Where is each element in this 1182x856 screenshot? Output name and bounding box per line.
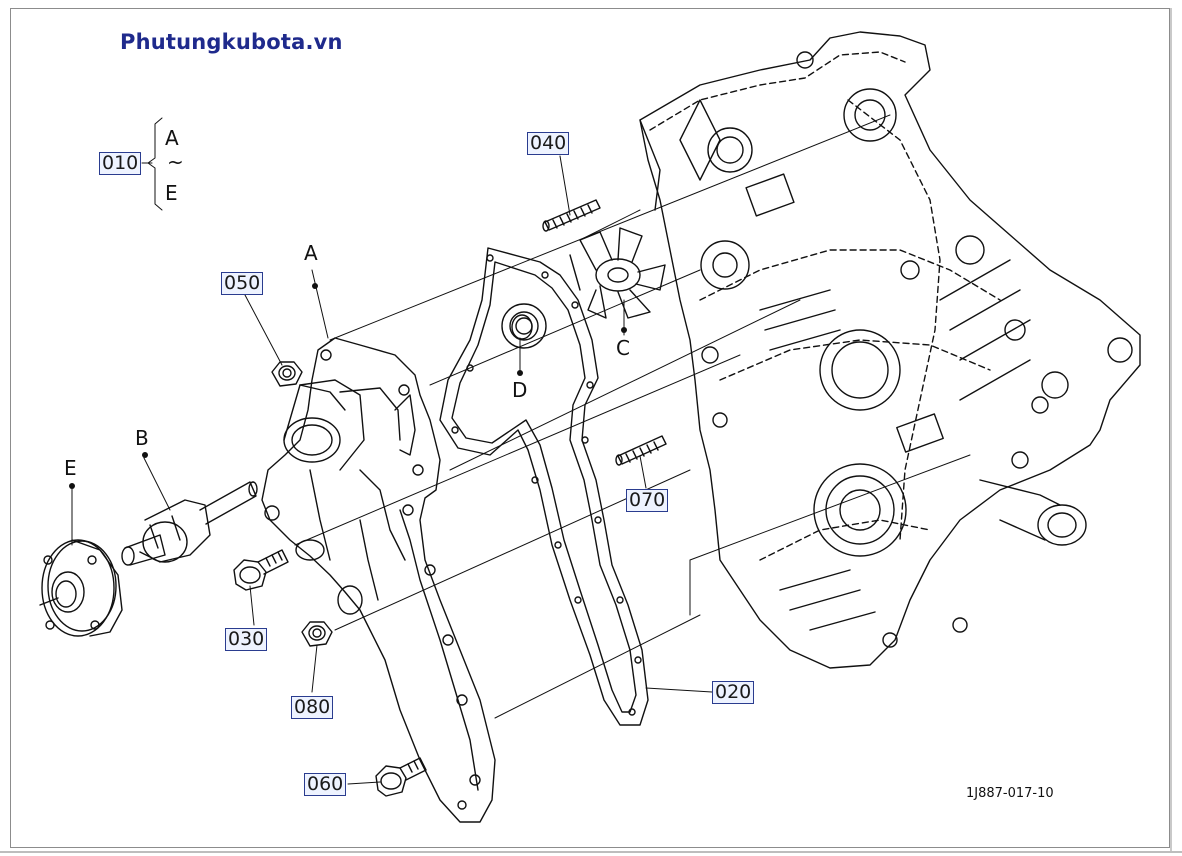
impeller-part-c [569, 227, 666, 319]
watermark-text: Phutungkubota.vn [120, 30, 343, 54]
stud-bolt-040 [542, 199, 601, 232]
callout-060[interactable]: 060 [304, 773, 347, 796]
callout-070[interactable]: 070 [626, 489, 669, 512]
frame-edge-bottom [0, 851, 1182, 853]
nut-050 [271, 361, 303, 387]
drawing-frame [10, 8, 1170, 848]
callout-040[interactable]: 040 [527, 132, 570, 155]
bolt-060 [375, 757, 427, 797]
callout-050[interactable]: 050 [221, 272, 264, 295]
seal-part-d [511, 314, 533, 340]
bearing-shaft-part-b [121, 481, 258, 566]
water-pump-body-part-a [261, 337, 496, 823]
part-letter-e: E [64, 456, 77, 480]
callout-leaders [71, 117, 713, 785]
gasket-020 [439, 247, 649, 726]
range-end-label: E [165, 181, 178, 205]
part-letter-c: C [616, 336, 630, 360]
bolt-030 [233, 549, 289, 591]
callout-020[interactable]: 020 [712, 681, 755, 704]
stud-bolt-070 [615, 435, 667, 466]
callout-010[interactable]: 010 [99, 152, 142, 175]
pulley-flange-part-e [39, 539, 123, 637]
part-letter-d: D [512, 378, 528, 402]
callout-080[interactable]: 080 [291, 696, 334, 719]
range-start-label: A [165, 126, 179, 150]
assembly-guide-lines [294, 114, 971, 719]
callout-030[interactable]: 030 [225, 628, 268, 651]
range-separator: ~ [167, 150, 184, 174]
leader-dots [69, 283, 627, 489]
part-letter-b: B [135, 426, 149, 450]
engine-gear-case [639, 31, 1141, 669]
part-letter-a: A [304, 241, 318, 265]
drawing-number: 1J887-017-10 [966, 786, 1054, 801]
nut-080 [301, 621, 333, 647]
frame-edge-right [1170, 8, 1172, 851]
